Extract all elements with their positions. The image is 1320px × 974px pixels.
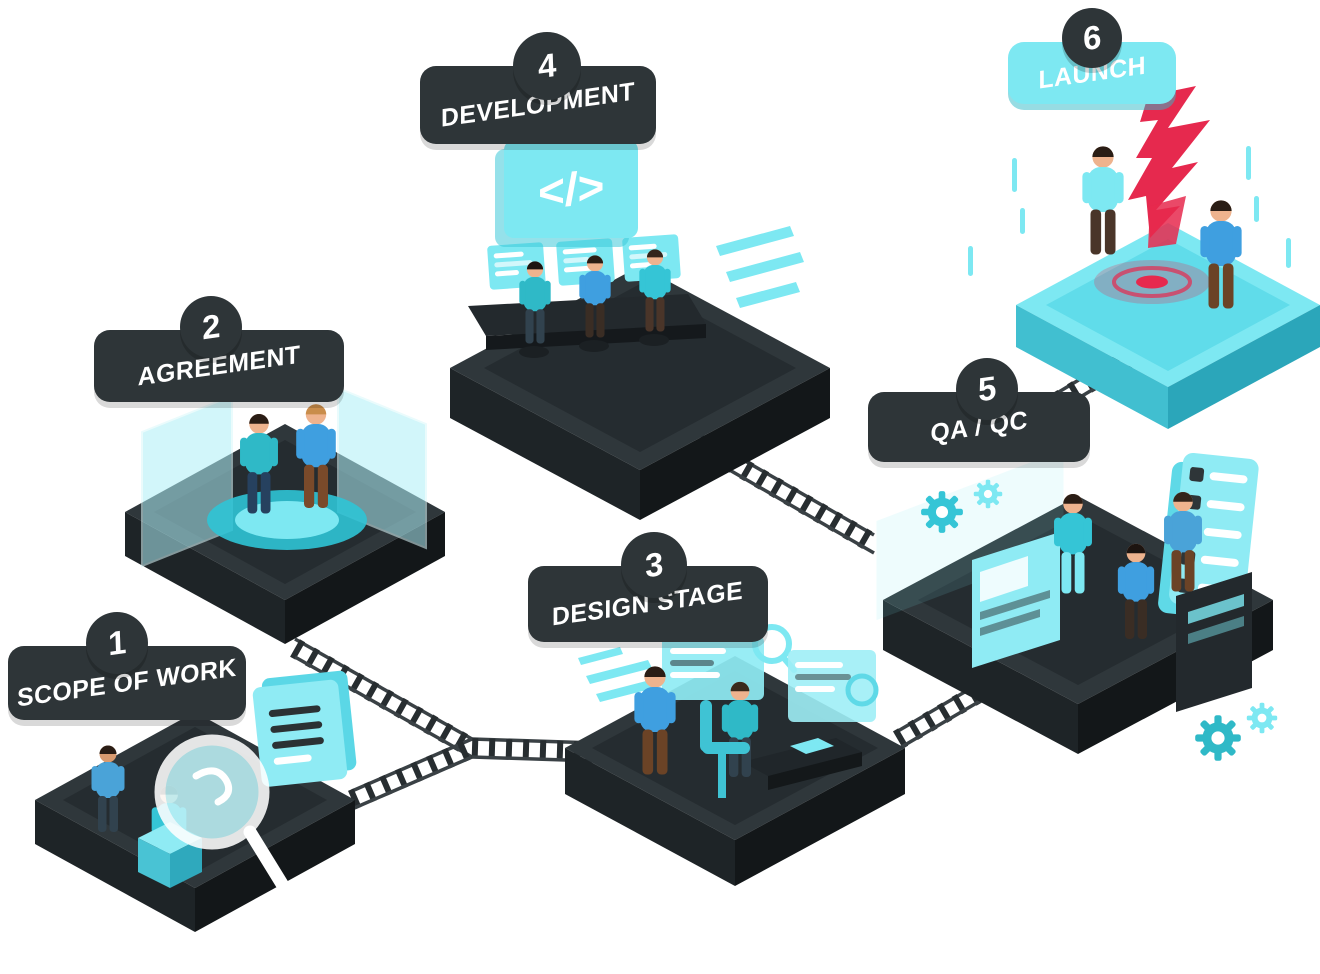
step6-number: 6 bbox=[1082, 17, 1102, 58]
step3-number: 3 bbox=[644, 544, 664, 585]
laptop bbox=[790, 738, 834, 754]
browser-window bbox=[788, 650, 879, 722]
step2-props bbox=[141, 386, 427, 568]
magnifier-icon bbox=[154, 734, 289, 891]
gear-icon bbox=[1195, 715, 1241, 761]
chair bbox=[700, 700, 750, 798]
document-panel bbox=[252, 670, 357, 787]
server-rack bbox=[1176, 572, 1252, 712]
motion-dashes bbox=[578, 647, 662, 702]
motion-dashes bbox=[968, 146, 1291, 276]
step3-props bbox=[578, 624, 879, 798]
motion-dashes bbox=[716, 226, 804, 308]
step6-props bbox=[968, 86, 1291, 309]
step2-number: 2 bbox=[201, 306, 221, 347]
code-symbol: </> bbox=[537, 159, 605, 219]
dashboard-screen bbox=[972, 532, 1060, 668]
step4-badge: 4 bbox=[513, 32, 581, 100]
magnifier-icon bbox=[752, 624, 792, 664]
step4-number: 4 bbox=[537, 45, 557, 86]
gear-icon bbox=[973, 479, 1003, 509]
desk bbox=[742, 738, 862, 776]
step1-props bbox=[91, 670, 357, 891]
step2-badge: 2 bbox=[180, 296, 242, 358]
conveyor-track bbox=[348, 737, 476, 811]
gear-icon bbox=[921, 491, 963, 533]
step1-badge: 1 bbox=[86, 612, 148, 674]
launch-target bbox=[1094, 260, 1210, 304]
step4-props bbox=[468, 226, 804, 358]
code-icon: </> bbox=[504, 140, 638, 238]
step5-props bbox=[876, 449, 1278, 761]
rocket-icon bbox=[1128, 86, 1210, 248]
person bbox=[1082, 146, 1124, 255]
step1-number: 1 bbox=[107, 622, 127, 663]
step5-number: 5 bbox=[977, 368, 997, 409]
step6-badge: 6 bbox=[1062, 8, 1122, 68]
step5-badge: 5 bbox=[956, 358, 1018, 420]
step3-badge: 3 bbox=[621, 532, 687, 598]
gear-icon bbox=[1246, 702, 1278, 734]
magnifier-icon bbox=[845, 673, 879, 707]
